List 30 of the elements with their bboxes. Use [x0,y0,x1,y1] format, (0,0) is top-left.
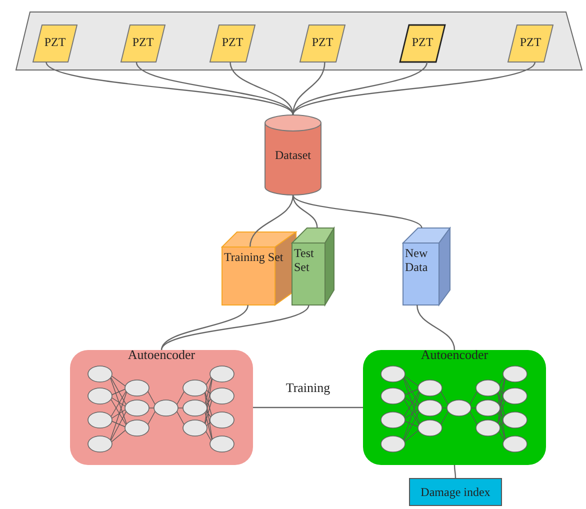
panel-title: Autoencoder [420,348,490,363]
node-label: PZT [43,36,67,50]
autoencoder-panel [363,350,546,465]
connector-line [230,62,294,116]
connector-line [250,194,294,247]
connector-line [160,304,310,350]
connector-line [160,304,248,350]
node-label: Dataset [274,149,312,163]
connector-line [292,62,536,116]
node-label: PZT [131,36,155,50]
box-label: Damage index [420,486,492,500]
autoencoder-panel [70,350,253,465]
connector-line [292,62,428,116]
connector-line [416,304,456,350]
connector-line [253,406,363,408]
connector-line [454,465,456,478]
node-label: PZT [310,36,334,50]
connector-line [136,62,294,116]
node-label: PZT [220,36,244,50]
node-label: Test Set [294,247,315,275]
output-box [409,478,502,506]
connector-line [292,194,318,228]
node-label: Training Set [224,251,284,265]
node-label: New Data [405,247,429,275]
connector-line [292,62,326,116]
connector-line [292,194,422,228]
node-label: PZT [518,36,542,50]
connector-line [46,62,294,116]
panel-title: Autoencoder [126,348,196,363]
node-label: PZT [410,36,434,50]
